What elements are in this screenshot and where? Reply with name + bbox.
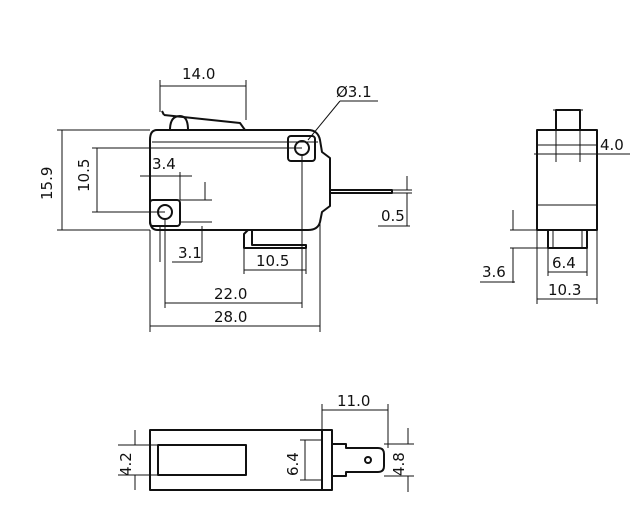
dim-side-terminal-width: 6.4 [552,254,576,272]
dim-front-hole-size: 3.1 [178,244,202,262]
dim-front-height-total: 15.9 [38,167,56,200]
dim-front-hole-diameter: Ø3.1 [336,83,372,101]
bottom-terminal-tab [332,443,385,477]
dim-front-terminal-length: 10.5 [256,252,289,270]
side-plunger [555,109,581,131]
dim-front-lever-width: 14.0 [182,65,215,83]
front-view: 14.0 Ø3.1 15.9 10.5 3.4 3.1 10.5 [38,65,412,332]
side-terminal [547,230,588,249]
dim-bottom-terminal-length: 11.0 [337,392,370,410]
dim-bottom-slot-height: 4.2 [117,452,135,476]
dim-side-plunger-width: 4.0 [600,136,624,154]
bottom-terminal-hole [364,456,372,464]
front-lever [161,110,246,131]
bottom-flange [321,429,333,491]
dim-front-pin-thickness: 0.5 [381,207,405,225]
dim-front-hole-spacing: 10.5 [75,159,93,192]
bottom-slot [157,444,247,476]
dim-front-body-width: 28.0 [214,308,247,326]
front-pin [330,189,393,194]
dim-front-hole-pitch: 22.0 [214,285,247,303]
front-body-outline [149,129,331,231]
bottom-view: 11.0 4.2 6.4 4.8 [117,392,414,492]
dim-front-small-offset: 3.4 [152,155,176,173]
dim-side-body-width: 10.3 [548,281,581,299]
front-terminal [243,229,307,249]
dim-bottom-flange-height: 6.4 [284,452,302,476]
dim-bottom-tab-height: 4.8 [390,452,408,476]
dim-side-bottom-height: 3.6 [482,263,506,281]
side-view: 4.0 3.6 6.4 10.3 [480,109,630,304]
front-plunger [169,115,189,131]
